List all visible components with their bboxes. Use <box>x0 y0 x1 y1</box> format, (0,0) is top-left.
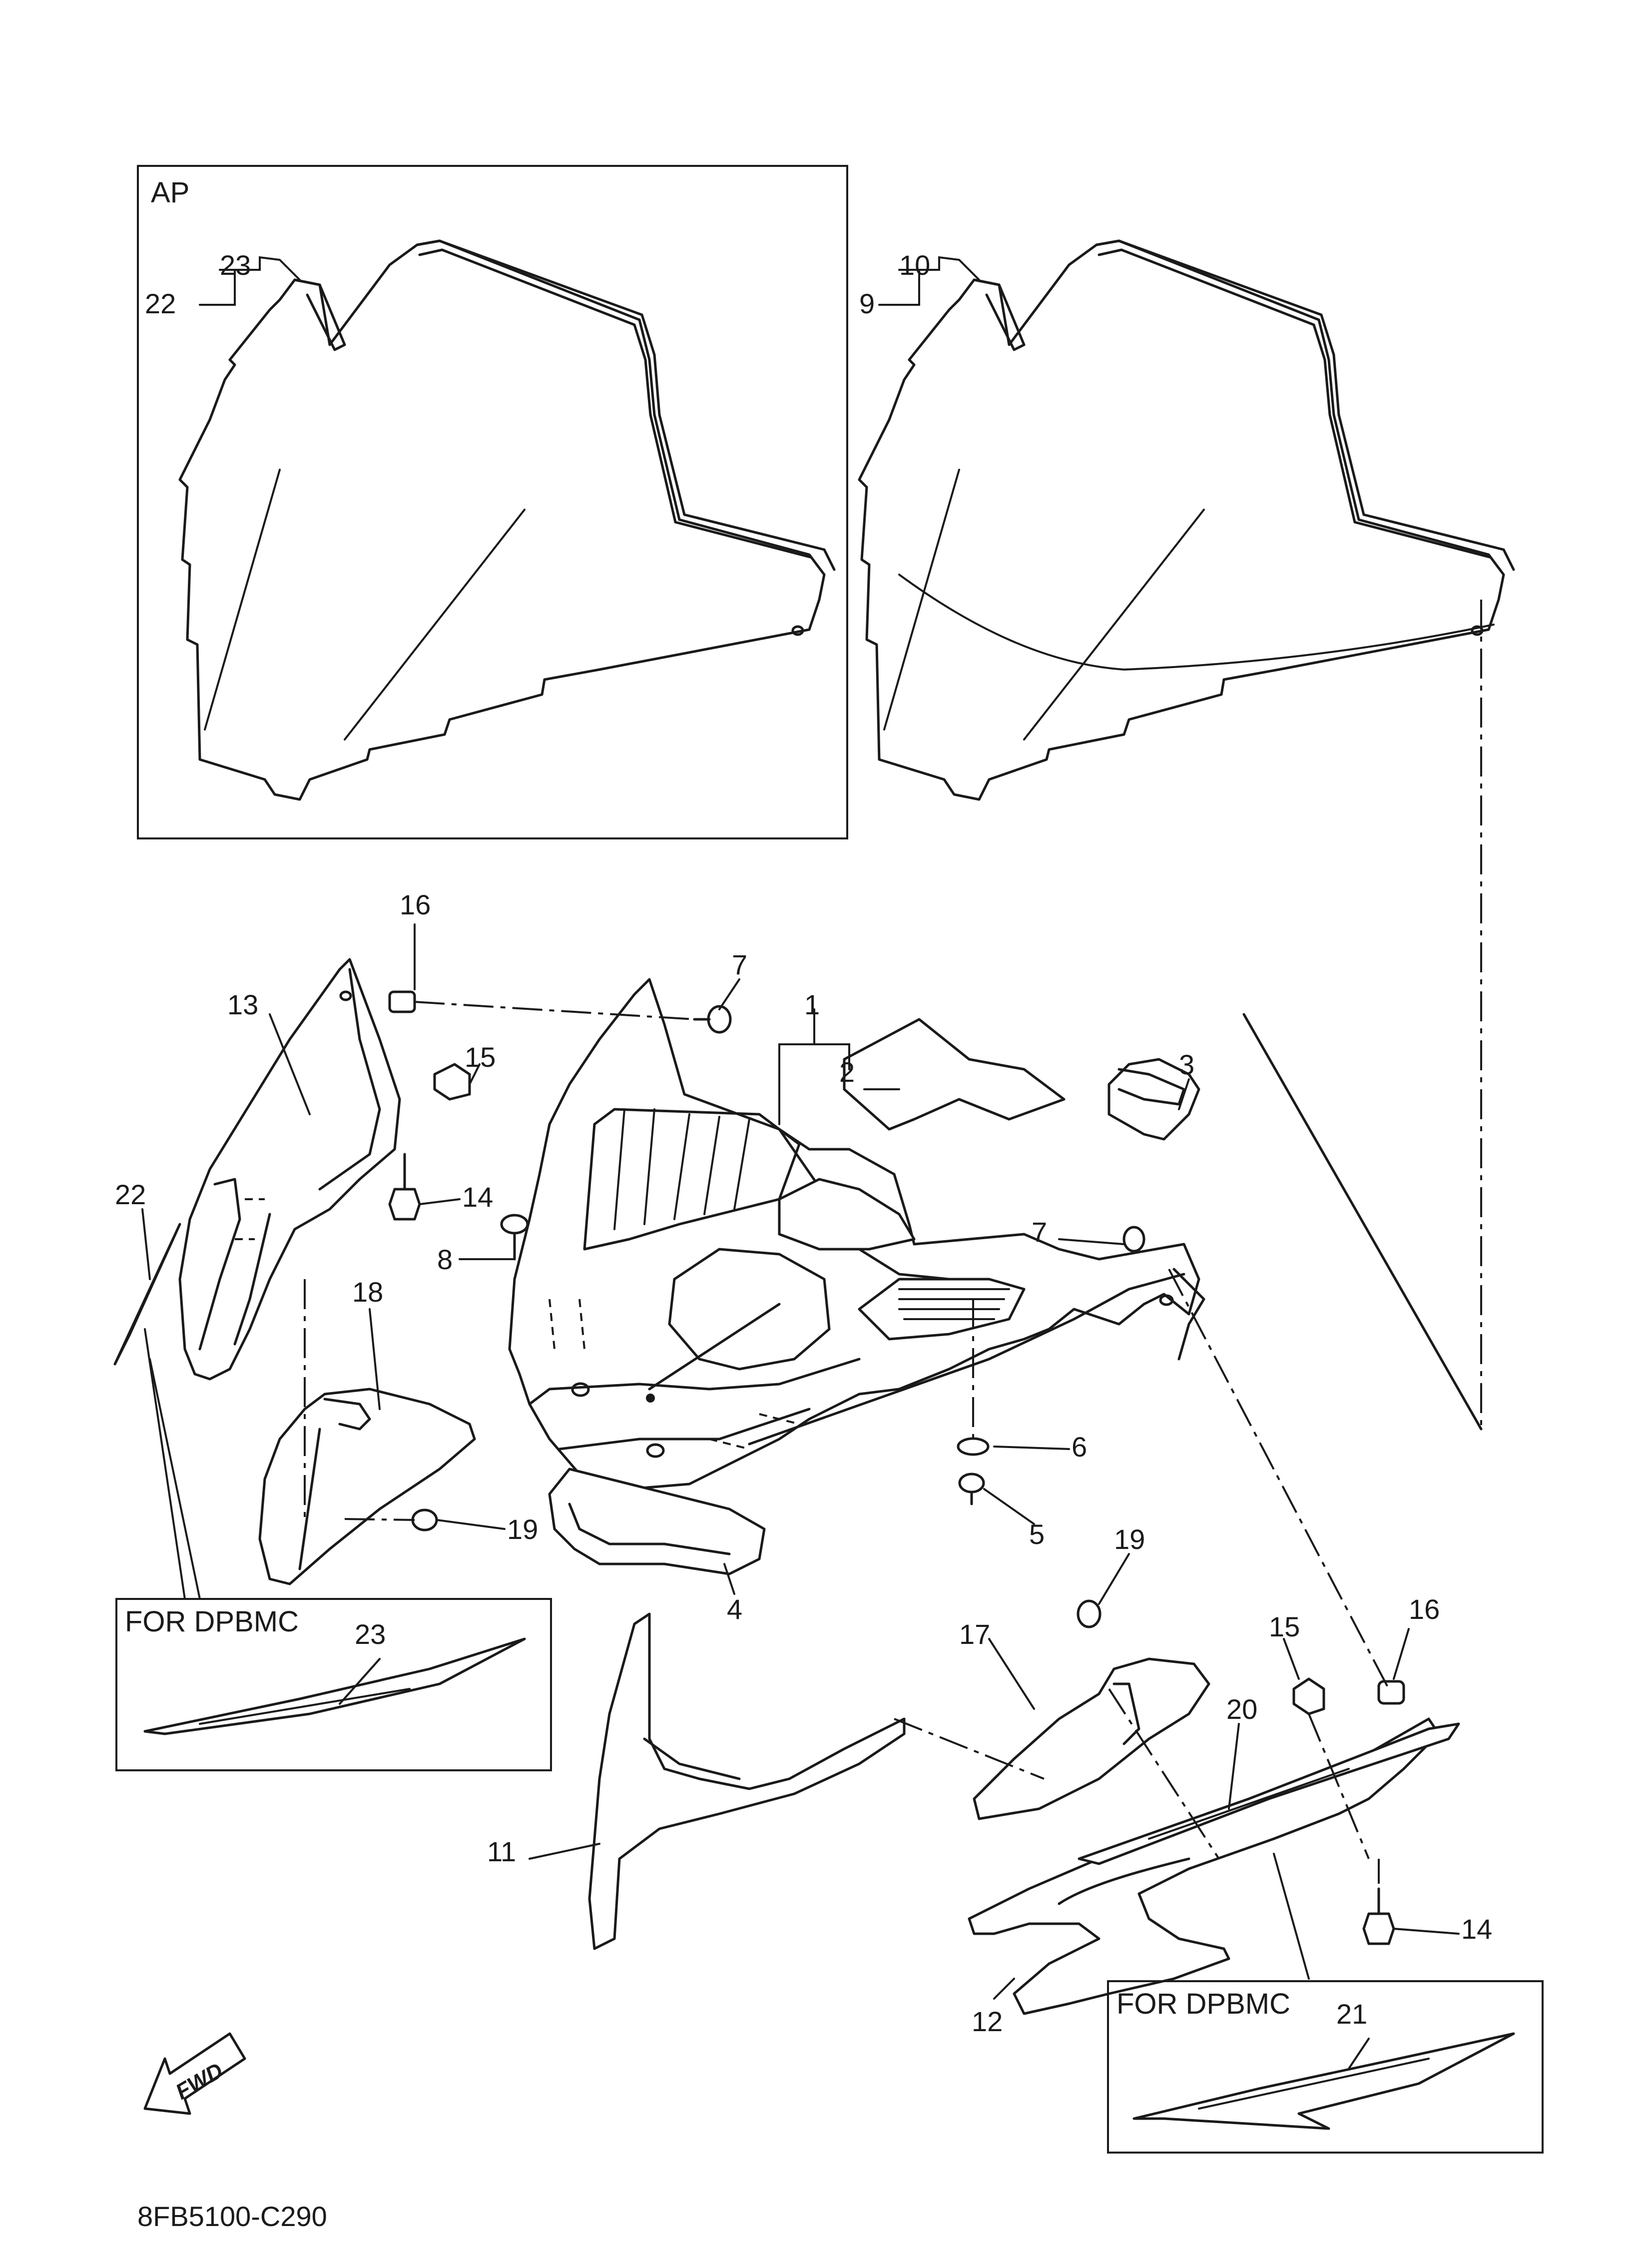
windshield-standard <box>858 239 1515 801</box>
callout-18: 18 <box>352 1276 383 1308</box>
callout-1: 1 <box>804 989 820 1020</box>
grommet-6 <box>957 1437 990 1456</box>
callout-23-box: 23 <box>355 1618 386 1650</box>
screw-19-left <box>411 1508 438 1531</box>
for-dpbmc-box-left: FOR DPBMC <box>115 1598 552 1771</box>
callout-13: 13 <box>227 989 258 1020</box>
callout-20: 22 <box>145 288 176 319</box>
ap-option-box: AP <box>137 165 848 839</box>
screw-19-right <box>1077 1599 1101 1628</box>
callout-10: 10 <box>899 249 930 281</box>
part-4-duct <box>548 1468 766 1575</box>
part-13-side-cowling-left <box>178 958 401 1381</box>
callout-23: 22 <box>115 1179 146 1210</box>
part-23-decal-left <box>113 1223 181 1366</box>
collar-16-right <box>1377 1680 1405 1705</box>
windshield-ap <box>178 239 836 801</box>
part-2-panel <box>843 1018 1066 1131</box>
callout-22: 20 <box>1226 1693 1257 1725</box>
part-11-lower-fairing <box>588 1612 906 1950</box>
callout-17: 17 <box>959 1618 990 1650</box>
screw-8 <box>500 1214 529 1235</box>
part-18-duct <box>258 1388 476 1585</box>
callout-22-box: 21 <box>1336 1998 1367 2030</box>
diagram-code: 8FB5100-C290 <box>137 2201 327 2232</box>
assembly-lines <box>304 1001 1390 1884</box>
ap-box-label: AP <box>151 176 189 209</box>
decal-23-detail <box>143 1637 526 1735</box>
callout-5: 5 <box>1029 1518 1045 1550</box>
for-dpbmc-box-right: FOR DPBMC <box>1107 1980 1544 2154</box>
callout-9: 9 <box>859 288 875 319</box>
for-dpbmc-right-label: FOR DPBMC <box>1116 1988 1290 2020</box>
bolt-14-right <box>1362 1912 1395 1945</box>
callout-3: 3 <box>1179 1049 1194 1080</box>
collar-16-left <box>388 990 416 1013</box>
screw-7-right <box>1122 1226 1145 1253</box>
part-3-bracket <box>1107 1058 1200 1141</box>
fasteners <box>388 990 1405 1945</box>
callout-7-top: 7 <box>732 949 747 980</box>
callout-4: 4 <box>727 1593 742 1625</box>
callout-14-right: 14 <box>1461 1913 1492 1945</box>
nut-15-right <box>1292 1677 1325 1715</box>
upper-cowling <box>508 978 1205 1491</box>
callout-8: 8 <box>437 1244 453 1275</box>
fwd-arrow-icon: FWD <box>143 2032 246 2115</box>
callout-21: 23 <box>220 249 251 281</box>
callout-12: 12 <box>972 2006 1003 2037</box>
callout-11: 11 <box>487 1836 516 1867</box>
callout-19-right: 19 <box>1114 1523 1145 1555</box>
part-22-decal <box>1078 1722 1460 1865</box>
leader-lines <box>141 256 1460 2000</box>
callout-6: 6 <box>1072 1431 1087 1463</box>
part-17-duct <box>973 1657 1210 1820</box>
nut-15-left <box>433 1063 471 1101</box>
callout-14-left: 14 <box>462 1181 493 1213</box>
callout-16-right: 16 <box>1409 1593 1440 1625</box>
callout-15-left: 15 <box>465 1041 496 1073</box>
callout-15-right: 15 <box>1269 1611 1300 1642</box>
callout-7-right: 7 <box>1032 1216 1047 1248</box>
callout-2: 2 <box>839 1056 855 1088</box>
callout-19-left: 19 <box>507 1513 538 1545</box>
reference-triangle <box>1242 1013 1483 1431</box>
bolt-14-left <box>388 1188 421 1221</box>
callout-numbers: 23 22 10 9 1 2 3 4 5 6 7 7 8 11 12 13 14… <box>115 249 1492 2037</box>
callout-16-left: 16 <box>400 889 431 920</box>
screw-5 <box>958 1473 985 1494</box>
for-dpbmc-left-label: FOR DPBMC <box>125 1605 299 1638</box>
